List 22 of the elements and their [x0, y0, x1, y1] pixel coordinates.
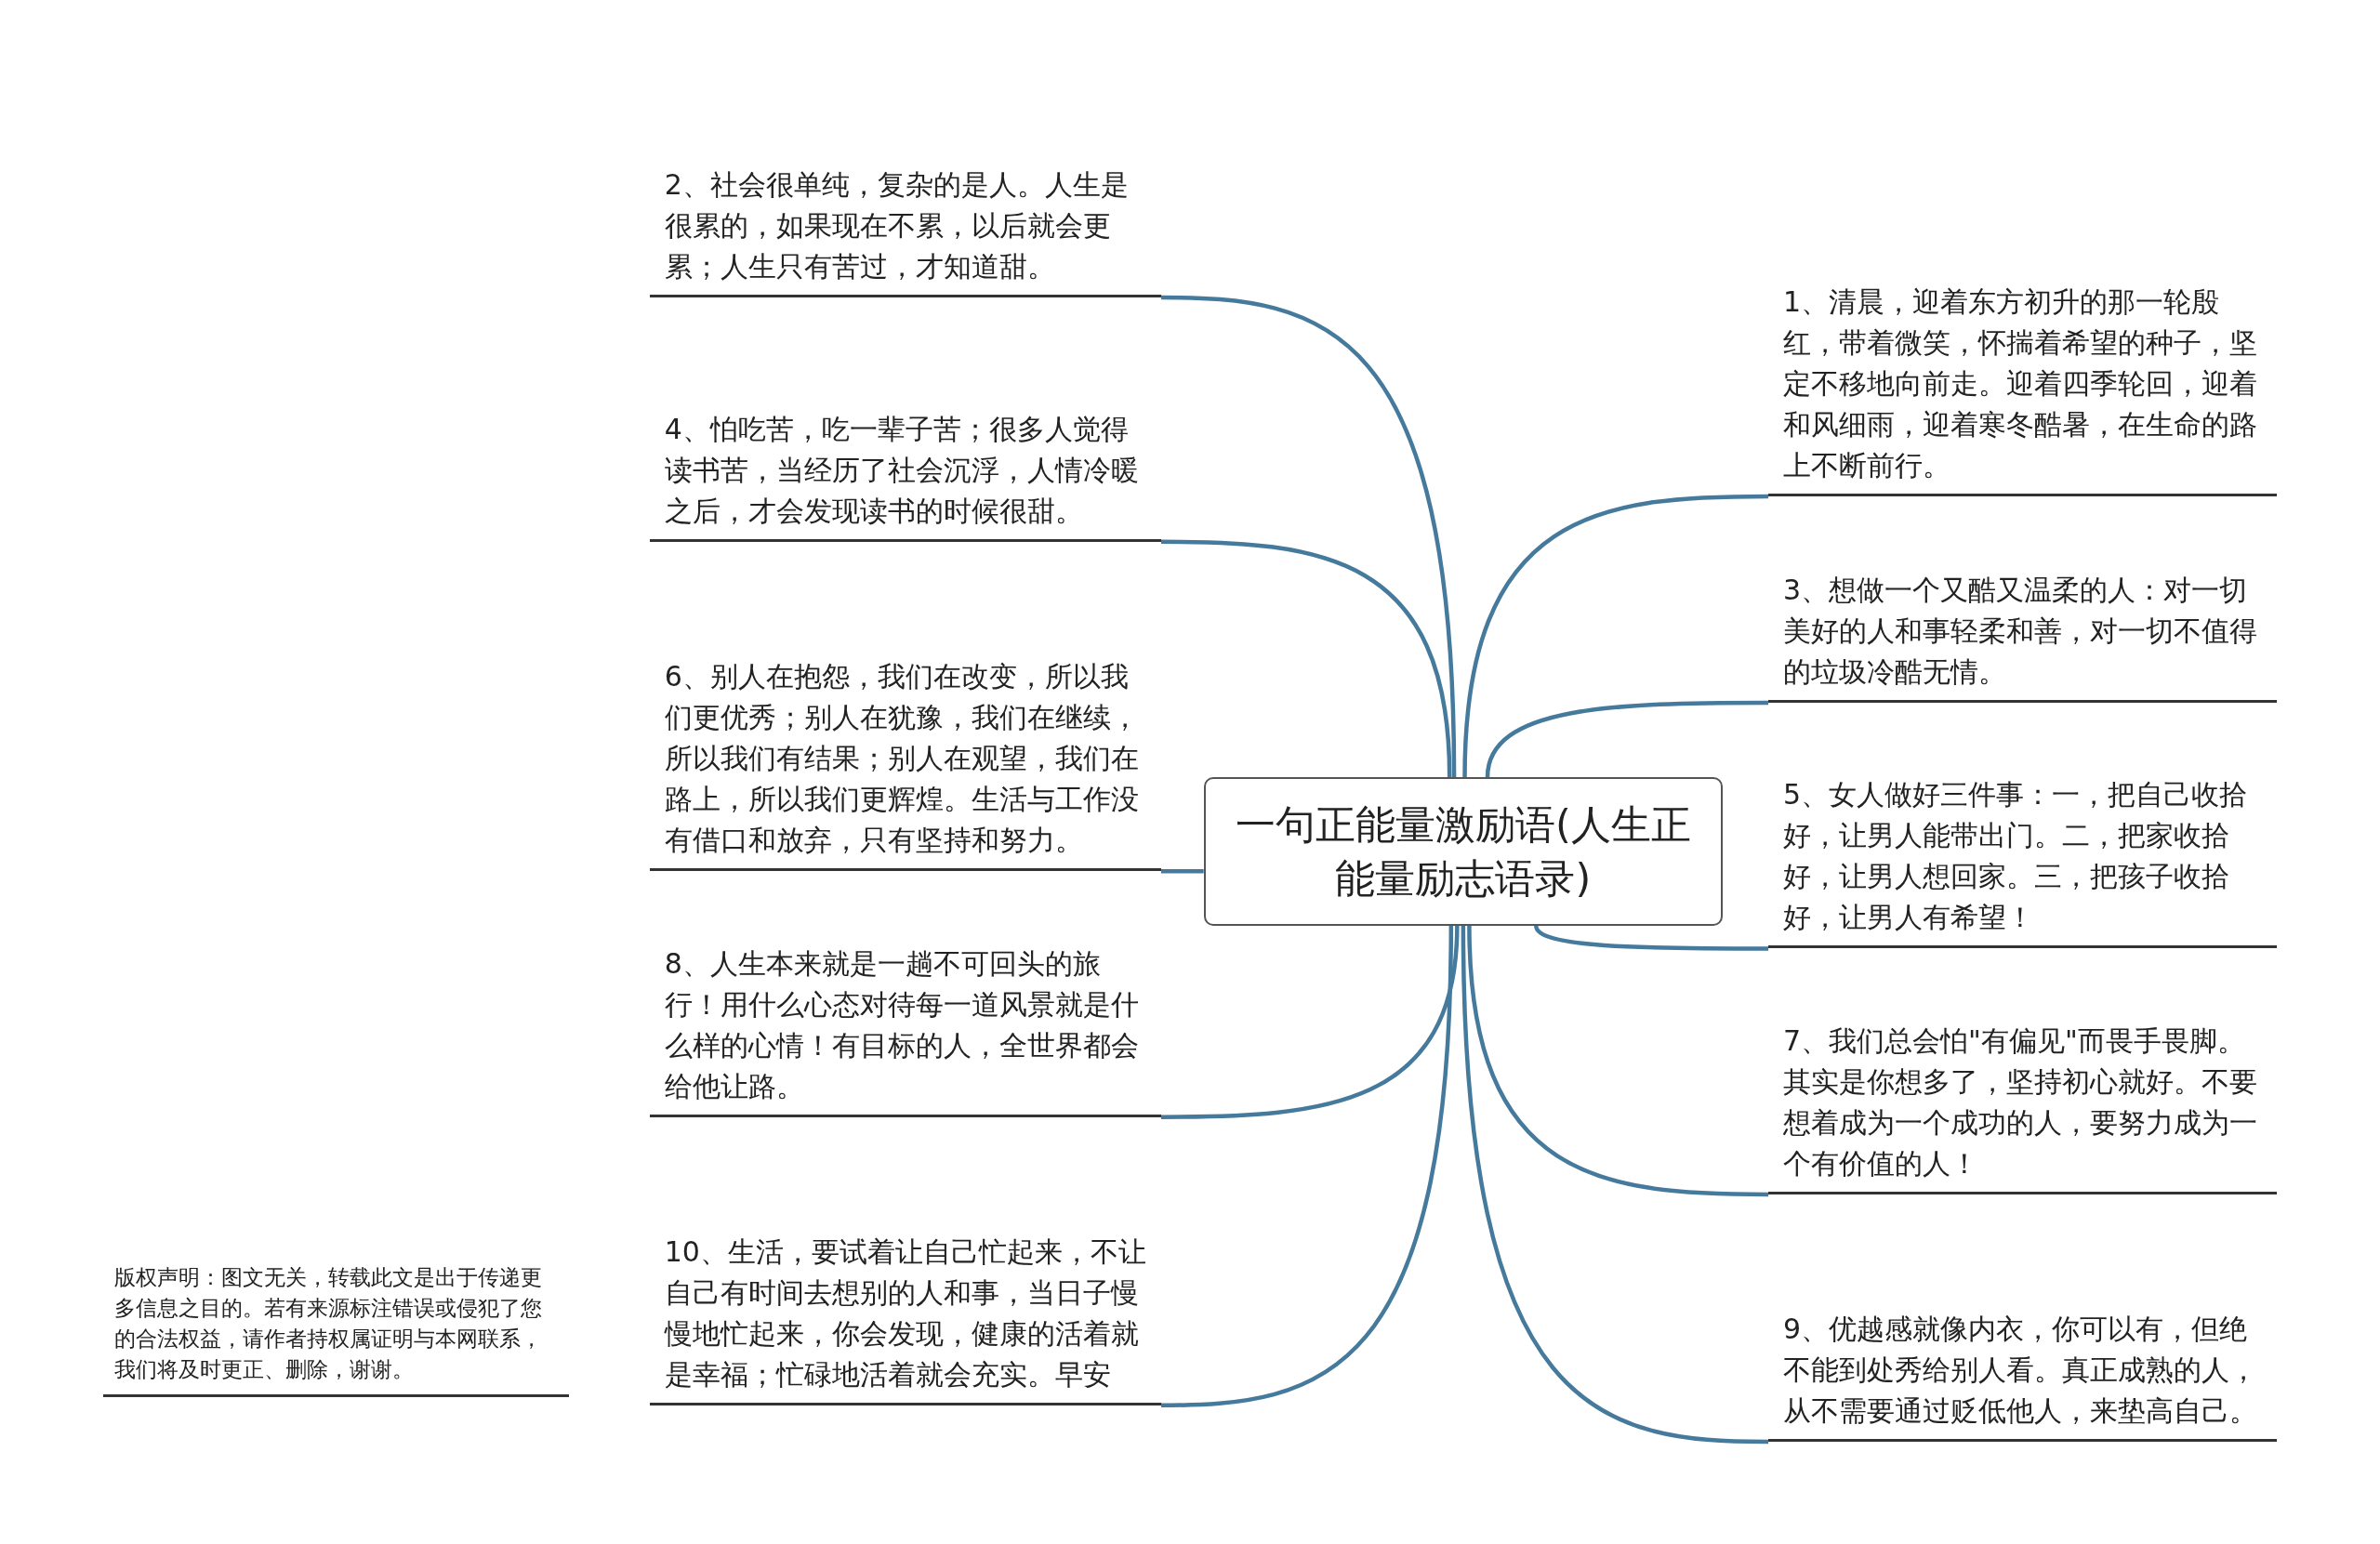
topic-text: 6、别人在抱怨，我们在改变，所以我们更优秀；别人在犹豫，我们在继续，所以我们有结果；别人在观望，我们在路上，所以我们更辉煌。生活与工作没有借口和放弃，只有坚持和努力。 [649, 600, 1161, 872]
topic-text: 4、怕吃苦，吃一辈子苦；很多人觉得读书苦，当经历了社会沉浮，人情冷暖之后，才会发现读书的时候很甜。 [649, 356, 1161, 542]
topic-text: 9、优越感就像内衣，你可以有，但绝不能到处秀给别人看。真正成熟的人，从不需要通过贬低他人，来垫高自己。 [1768, 1250, 2277, 1442]
connector-line [1160, 295, 1457, 777]
connector-line [1160, 925, 1454, 1408]
connector-line [1161, 868, 1204, 874]
connector-line [1461, 925, 1769, 1445]
connector-line [1485, 700, 1769, 778]
connector-line [1160, 539, 1452, 778]
topic-text: 5、女人做好三件事：一，把自己收拾好，让男人能带出门。二，把家收拾好，让男人想回家。三，把孩子收拾好，让男人有希望！ [1768, 759, 2277, 949]
connector-line [1462, 494, 1769, 778]
topic-text: 7、我们总会怕"有偏见"而畏手畏脚。其实是你想多了，坚持初心就好。不要想着成为一个成功的人，要努力成为一个有价值的人！ [1768, 1004, 2277, 1194]
connector-line [1160, 925, 1460, 1119]
topic-text: 3、想做一个又酷又温柔的人：对一切美好的人和事轻柔和善，对一切不值得的垃圾冷酷无情。 [1768, 555, 2277, 703]
central-topic-box: 一句正能量激励语(人生正能量励志语录) [1203, 776, 1724, 926]
topic-text: 1、清晨，迎着东方初升的那一轮殷红，带着微笑，怀揣着希望的种子，坚定不移地向前走。迎着四季轮回，迎着和风细雨，迎着寒冬酷暑，在生命的路上不断前行。 [1768, 270, 2277, 496]
connector-line [1467, 925, 1769, 1197]
topic-text: 2、社会很单纯，复杂的是人。人生是很累的，如果现在不累，以后就会更累；人生只有苦过，才知道甜。 [649, 109, 1161, 297]
copyright-note: 版权声明：图文无关，转载此文是出于传递更多信息之目的。若有来源标注错误或侵犯了您的合法权益，请作者持权属证明与本网联系，我们将及时更正、删除，谢谢。 [103, 1262, 570, 1398]
topic-text: 8、人生本来就是一趟不可回头的旅行！用什么心态对待每一道风景就是什么样的心情！有目标的人，全世界都会给他让路。 [649, 929, 1161, 1117]
topic-text: 10、生活，要试着让自己忙起来，不让自己有时间去想别的人和事，当日子慢慢地忙起来，你会发现，健康的活着就是幸福；忙碌地活着就会充实。早安 [649, 1176, 1161, 1405]
connector-line [1534, 925, 1769, 951]
